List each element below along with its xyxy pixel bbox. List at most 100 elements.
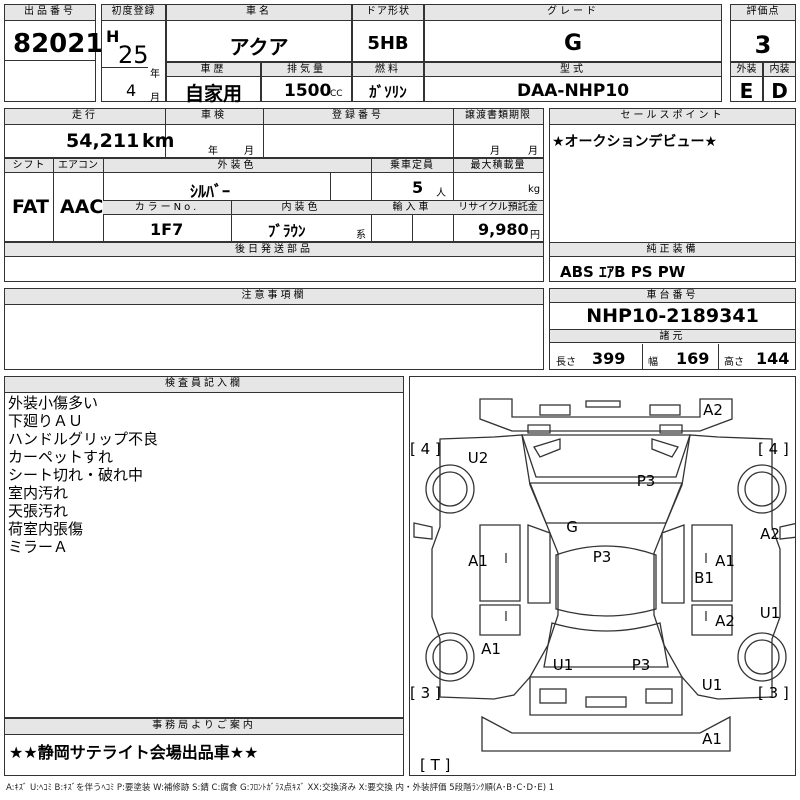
history: 自家用 [184, 83, 242, 105]
fuel-box: 燃料 ｶﾞｿﾘﾝ [352, 62, 424, 102]
damage-mark: U2 [467, 449, 489, 467]
width-label: 幅 [648, 357, 658, 368]
fuel-label: 燃料 [353, 63, 423, 77]
max-load-label: 最大積載量 [453, 159, 543, 173]
inspector-note: 室内汚れ [8, 484, 69, 502]
inspector-note: 天張汚れ [8, 502, 69, 520]
grade-label: グレード [425, 5, 721, 21]
later-parts-label: 後日発送部品 [5, 243, 543, 257]
model-code: DAA-NHP10 [516, 81, 630, 101]
divider [330, 173, 331, 200]
tire-rear-right: [ 3 ] [758, 684, 789, 702]
mileage-row [4, 108, 544, 158]
divider [642, 344, 643, 369]
score-label: 評価点 [731, 5, 795, 21]
first-registration-label: 初度登録 [102, 5, 165, 21]
history-box: 車歴 自家用 [166, 62, 261, 105]
sales-point: ★オークションデビュー★ [552, 134, 718, 150]
width: 169 [676, 349, 710, 368]
damage-mark: P3 [631, 656, 651, 674]
model-code-label: 型式 [425, 63, 721, 77]
damage-mark: U1 [701, 676, 723, 694]
exterior-label: 外装 [731, 63, 762, 77]
displacement-box: 排気量 1500 CC [261, 62, 352, 102]
damage-mark: A1 [481, 640, 501, 658]
inspector-box: 検査員記入欄 [4, 376, 404, 718]
car-outline [413, 398, 795, 752]
damage-diagram [409, 376, 796, 776]
tire-rear-left: [ 3 ] [410, 684, 441, 702]
divider [165, 109, 166, 157]
door-type: 5HB [367, 33, 409, 54]
int-color-label: 内装色 [231, 201, 371, 215]
first-registration-box: 初度登録 H 25 年 4 月 [101, 4, 166, 104]
inspector-notes: 外装小傷多い 下廻りＡＵ ハンドルグリップ不良 カーペットすれ シート切れ・破れ… [8, 394, 158, 556]
divider [412, 215, 413, 241]
chassis-number: NHP10-2189341 [586, 305, 759, 327]
damage-mark: P3 [636, 472, 656, 490]
damage-legend: A:ｷｽﾞ U:ﾍｺﾐ B:ｷｽﾞを伴うﾍｺﾐ P:要塗装 W:補修跡 S:錆 … [6, 783, 555, 793]
inspection-year-unit: 年 [208, 146, 218, 157]
shift: FAT [12, 196, 49, 218]
lot-box: 出品番号 82021 [4, 4, 103, 102]
inspector-note: シート切れ・破れ中 [8, 466, 144, 484]
yen-unit: 円 [530, 230, 540, 241]
cc-unit: CC [330, 89, 343, 99]
displacement-label: 排気量 [262, 63, 351, 77]
divider [103, 200, 543, 201]
score: 3 [754, 31, 772, 59]
damage-mark: A1 [702, 730, 722, 748]
office-box: 事務局よりご案内 ★★静岡サテライト会場出品車★★ [4, 718, 404, 776]
era-code: H [106, 27, 120, 46]
lot-label: 出品番号 [5, 5, 95, 21]
history-label: 車歴 [167, 63, 260, 77]
ext-color: ｼﾙﾊﾞｰ [190, 182, 231, 201]
color-no: 1F7 [150, 220, 184, 239]
inspector-note: 外装小傷多い [8, 394, 99, 412]
grade: G [563, 31, 583, 56]
damage-mark: G [566, 518, 578, 536]
import-label: 輸入車 [371, 201, 453, 215]
chassis-label: 車台番号 [550, 289, 795, 303]
notes-label: 注意事項欄 [5, 289, 543, 305]
grade-box: グレード G [424, 4, 722, 62]
equipment-box: 純正装備 ABS ｴｱB PS PW [549, 242, 796, 282]
transfer-day-unit: 月 [528, 146, 538, 157]
recycle: 9,980 [478, 220, 529, 239]
aircon: AAC [60, 196, 104, 218]
divider [53, 159, 54, 241]
color-no-label: カラーNo. [103, 201, 231, 215]
tire-front-right: [ 4 ] [758, 440, 789, 458]
notes-box: 注意事項欄 [4, 288, 544, 370]
later-parts-box: 後日発送部品 [4, 242, 544, 282]
office-label: 事務局よりご案内 [5, 719, 403, 735]
spec-grid [4, 158, 544, 242]
car-name: アクア [229, 35, 289, 59]
score-box: 評価点 3 [730, 4, 796, 62]
capacity: 5 [412, 178, 424, 197]
damage-mark: A2 [715, 612, 735, 630]
model-code-box: 型式 DAA-NHP10 [424, 62, 722, 102]
aircon-label: エアコン [53, 159, 103, 173]
specs-label: 諸元 [550, 329, 795, 343]
inspector-note: 下廻りＡＵ [8, 412, 84, 430]
inspector-note: カーペットすれ [8, 448, 114, 466]
door-label: ドア形状 [353, 5, 423, 21]
length: 399 [592, 349, 626, 368]
car-name-box: 車名 アクア [166, 4, 352, 62]
divider [453, 109, 454, 157]
equipment: ABS ｴｱB PS PW [560, 263, 686, 281]
lot-number: 82021 [13, 29, 104, 59]
year-unit: 年 [150, 69, 160, 80]
inspector-label: 検査員記入欄 [5, 377, 403, 393]
kei-unit: 系 [356, 230, 366, 241]
kg-unit: kg [528, 184, 541, 195]
interior-label: 内装 [764, 63, 795, 77]
sales-point-label: セールスポイント [550, 109, 795, 125]
mileage-label: 走行 [5, 109, 165, 125]
fuel: ｶﾞｿﾘﾝ [369, 83, 407, 101]
person-unit: 人 [436, 188, 446, 199]
damage-mark: U1 [759, 604, 781, 622]
damage-mark: A1 [715, 552, 735, 570]
office-note: ★★静岡サテライト会場出品車★★ [9, 743, 259, 762]
